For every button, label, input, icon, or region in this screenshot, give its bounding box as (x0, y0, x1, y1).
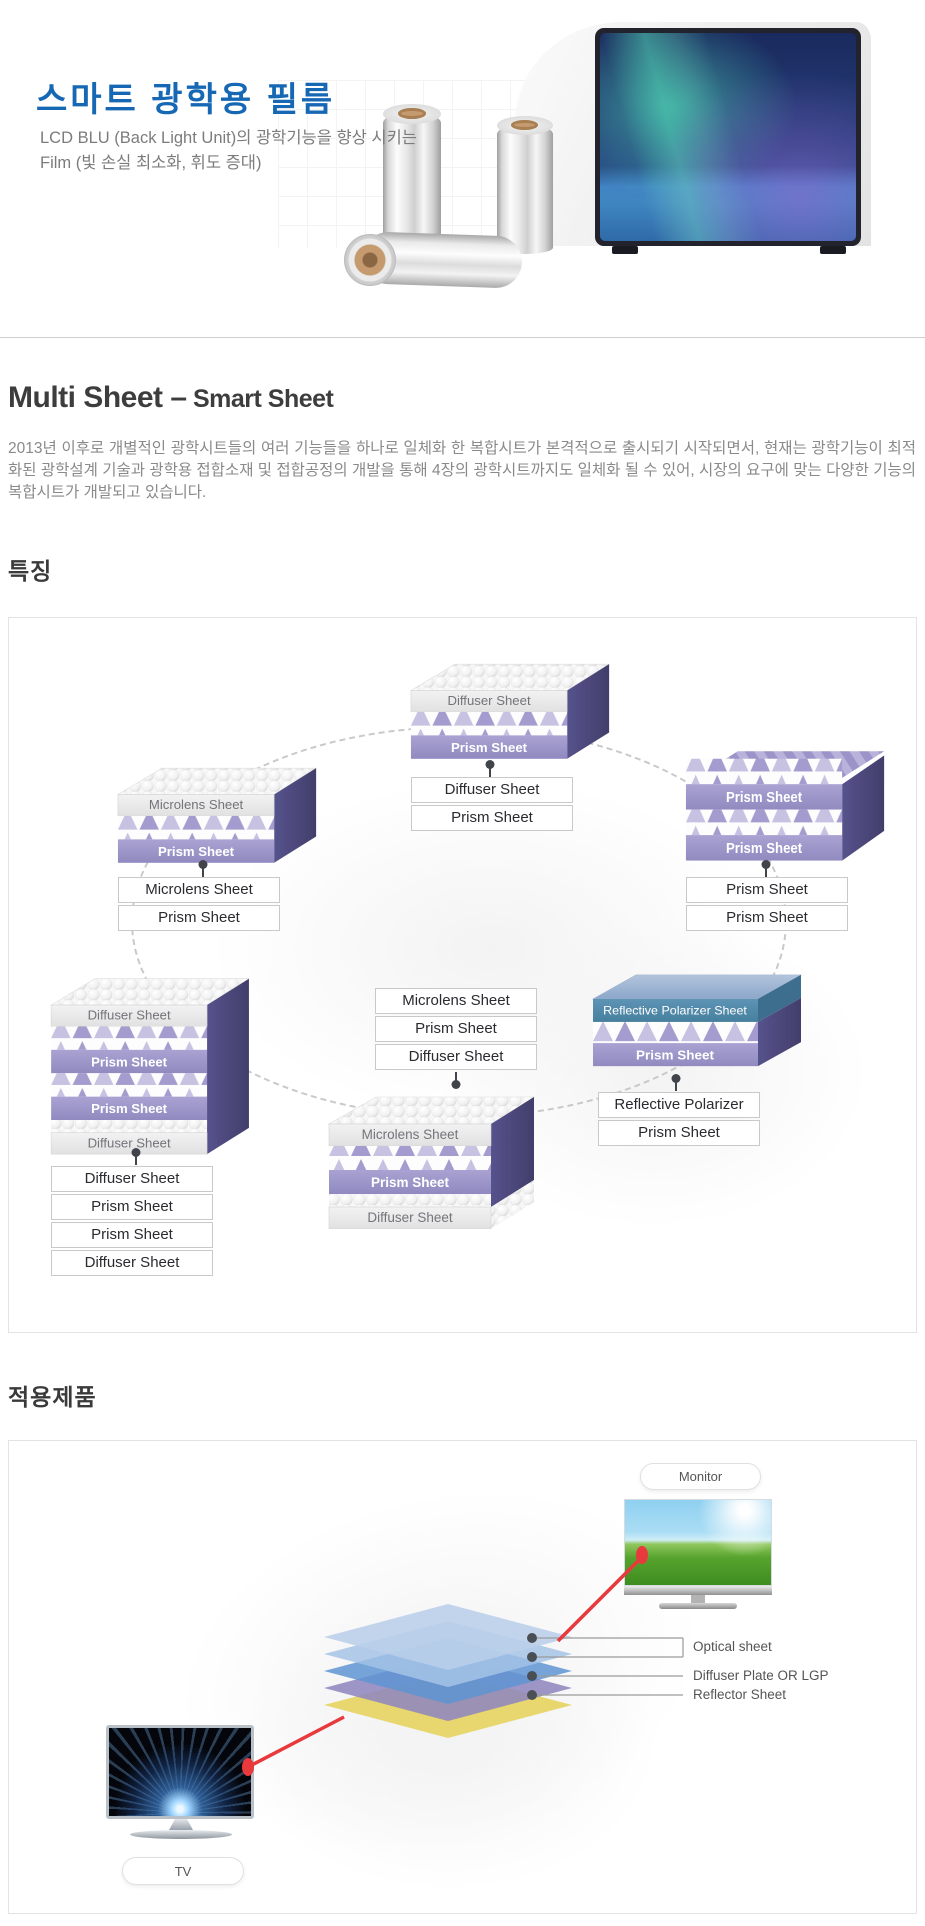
sheet-label: Prism Sheet (686, 905, 848, 931)
sheet-label: Reflective Polarizer (598, 1092, 760, 1118)
products-heading: 적용제품 (8, 1384, 97, 1410)
connector-right-stack (675, 1082, 677, 1091)
labels-upper-left: Microlens Sheet Prism Sheet (118, 877, 280, 933)
sheet-label: Diffuser Sheet (51, 1250, 213, 1276)
subtitle-line-2: Film (빛 손실 최소화, 휘도 증대) (40, 153, 262, 172)
layer-stack-diagram (242, 1546, 684, 1776)
stack-upper-right: Prism Sheet Prism Sheet (685, 751, 885, 861)
band-label: Prism Sheet (91, 1054, 168, 1069)
sheet-label: Prism Sheet (118, 905, 280, 931)
page-title: 스마트 광학용 필름 (36, 81, 336, 119)
labels-center-stack: Microlens Sheet Prism Sheet Diffuser She… (375, 988, 537, 1072)
tv-image (106, 1725, 254, 1819)
band-label: Diffuser Sheet (367, 1210, 453, 1225)
band-label: Diffuser Sheet (88, 1008, 171, 1023)
monitor-badge: Monitor (640, 1463, 761, 1490)
sheet-label: Diffuser Sheet (375, 1044, 537, 1070)
hero-tv-foot-left (612, 246, 638, 254)
tv-badge-label: TV (174, 1863, 192, 1879)
film-roll-vertical-2 (497, 124, 553, 254)
film-roll-vertical-1 (383, 112, 441, 250)
connector-left-stack (135, 1156, 137, 1165)
sheet-label: Prism Sheet (51, 1194, 213, 1220)
band-label: Prism Sheet (726, 790, 803, 806)
band-label: Microlens Sheet (362, 1127, 459, 1142)
monitor-stand-base (659, 1603, 737, 1609)
band-label: Reflective Polarizer Sheet (603, 1003, 747, 1017)
hero-tv-image (595, 28, 861, 246)
labels-left-stack: Diffuser Sheet Prism Sheet Prism Sheet D… (51, 1166, 213, 1278)
multi-sheet-heading: Multi Sheet – Smart Sheet (8, 381, 334, 415)
sheet-label: Prism Sheet (375, 1016, 537, 1042)
band-label: Diffuser Sheet (447, 693, 530, 708)
sheet-label: Diffuser Sheet (51, 1166, 213, 1192)
callout-optical-sheet: Optical sheet (693, 1639, 772, 1654)
film-roll-core-1 (398, 108, 426, 119)
multi-sheet-heading-main: Multi Sheet – (8, 381, 187, 414)
hero-tv-screen (600, 33, 856, 241)
stack-right-polarizer: Reflective Polarizer Sheet Prism Sheet (591, 974, 803, 1067)
sheet-label: Microlens Sheet (375, 988, 537, 1014)
sheet-label: Prism Sheet (598, 1120, 760, 1146)
monitor-speaker-bar (624, 1586, 772, 1595)
callout-reflector-sheet: Reflector Sheet (693, 1687, 787, 1702)
subtitle-line-1: LCD BLU (Back Light Unit)의 광학기능을 향상 시키는 (40, 129, 417, 147)
stack-center: Microlens Sheet Prism Sheet Diffuser She… (327, 1096, 536, 1229)
tv-stand-base (130, 1830, 232, 1839)
callout-diffuser-plate: Diffuser Plate OR LGP (693, 1668, 829, 1683)
multi-sheet-paragraph: 2013년 이후로 개별적인 광학시트들의 여러 기능들을 하나로 일체화 한 … (8, 440, 916, 501)
page-subtitle: LCD BLU (Back Light Unit)의 광학기능을 향상 시키는 … (40, 126, 417, 176)
stack-top-center: Diffuser Sheet Prism Sheet (409, 663, 611, 759)
labels-upper-right: Prism Sheet Prism Sheet (686, 877, 848, 933)
band-label: Prism Sheet (371, 1175, 450, 1190)
sheet-label: Prism Sheet (686, 877, 848, 903)
monitor-image (624, 1499, 772, 1586)
connector-center-stack (455, 1072, 457, 1081)
film-roll-core-2 (511, 120, 538, 130)
features-diagram-box: Diffuser Sheet Prism Sheet Diffuser Shee… (8, 617, 917, 1333)
features-heading: 특징 (8, 558, 53, 584)
stack-upper-left: Microlens Sheet Prism Sheet (116, 767, 318, 863)
monitor-badge-label: Monitor (678, 1469, 723, 1484)
sheet-label: Diffuser Sheet (411, 777, 573, 803)
monitor-stand-neck (691, 1595, 705, 1603)
band-label: Diffuser Sheet (88, 1135, 171, 1150)
connector-top-center (489, 768, 491, 777)
tv-badge: TV (122, 1857, 244, 1885)
hero-tv-foot-right (820, 246, 846, 254)
sheet-label: Prism Sheet (411, 805, 573, 831)
band-label: Prism Sheet (158, 844, 235, 859)
sheet-label: Microlens Sheet (118, 877, 280, 903)
multi-sheet-heading-sub: Smart Sheet (186, 385, 334, 413)
connector-upper-right (765, 868, 767, 877)
stack-left-four-layer: Diffuser Sheet Prism Sheet Prism Sheet D… (50, 978, 250, 1155)
labels-right-stack: Reflective Polarizer Prism Sheet (598, 1092, 760, 1148)
tv-stand-neck (169, 1819, 193, 1830)
labels-top-center: Diffuser Sheet Prism Sheet (411, 777, 573, 833)
band-label: Prism Sheet (451, 740, 528, 755)
film-roll-end-cap (344, 234, 396, 286)
tv-screen (109, 1728, 251, 1816)
sheet-label: Prism Sheet (51, 1222, 213, 1248)
band-label: Prism Sheet (636, 1048, 715, 1063)
band-label: Microlens Sheet (149, 797, 244, 812)
section-divider (0, 337, 925, 338)
products-diagram-box: Monitor TV Optical sheet Diffuser Plate … (8, 1437, 917, 1914)
connector-upper-left (202, 868, 204, 877)
band-label: Prism Sheet (91, 1101, 168, 1116)
band-label: Prism Sheet (726, 841, 803, 857)
